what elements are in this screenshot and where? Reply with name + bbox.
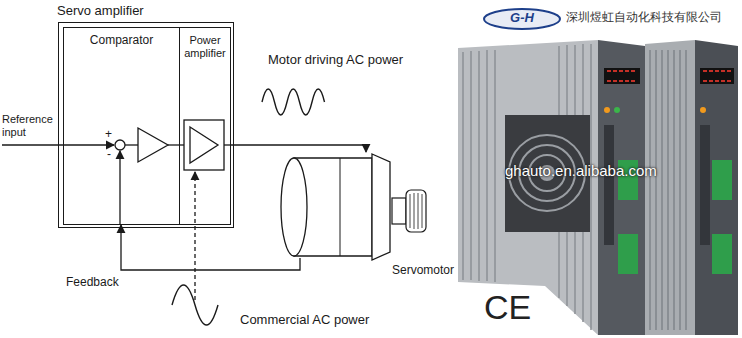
motor-flange — [372, 154, 390, 260]
signal-wire — [125, 144, 138, 145]
motor-outline — [280, 152, 392, 262]
power-amplifier-box: Power amplifier — [179, 27, 231, 225]
shaft-knob — [406, 190, 426, 232]
comparator-box: Comparator — [63, 27, 179, 225]
company-logo: G-H — [484, 11, 560, 26]
summing-junction — [115, 140, 125, 150]
drive-front-panel — [695, 40, 738, 335]
feedback-wire — [119, 151, 120, 224]
supply-label: Commercial AC power — [240, 313, 369, 328]
display-segments — [703, 71, 731, 81]
motor-end-cap — [281, 158, 307, 256]
supply-wire — [194, 172, 195, 300]
power-amplifier-symbol — [190, 127, 218, 163]
signal-connector — [121, 225, 300, 270]
logo-oval — [484, 9, 560, 29]
signal-label: Feedback — [66, 276, 119, 290]
signal-wire — [224, 144, 230, 145]
motor-shaft — [392, 198, 406, 224]
watermark: ghauto.en.alibaba.com — [505, 162, 657, 179]
ce-mark: CE — [484, 288, 531, 327]
servomotor: Servomotor — [280, 152, 392, 262]
polarity-sign: - — [107, 148, 111, 162]
amplifier-housing: ComparatorPower amplifierServo amplifier — [58, 22, 234, 228]
node-label: Servo amplifier — [57, 4, 144, 19]
drive-heatsink — [458, 40, 598, 335]
connector-port — [700, 125, 710, 245]
node-label: Power amplifier — [182, 34, 228, 59]
signal-connector — [231, 145, 366, 152]
connector-port — [604, 125, 614, 245]
led-display — [700, 68, 734, 84]
heatsink-fins — [650, 50, 686, 330]
polarity-sign: + — [105, 128, 112, 142]
drive-front-panel — [598, 40, 645, 335]
signal-label: Motor driving AC power — [268, 53, 403, 68]
terminal-block — [712, 160, 732, 200]
status-led — [614, 107, 620, 113]
terminal-block — [712, 234, 732, 274]
signal-wire — [168, 144, 184, 145]
drive-heatsink — [645, 40, 695, 335]
display-segments — [607, 71, 635, 81]
company-name: 深圳煜虹自动化科技有限公司 — [566, 11, 722, 25]
sine-wave — [262, 89, 325, 115]
node-label: Comparator — [67, 34, 176, 48]
knob-ridges — [410, 193, 422, 229]
power-stage-box — [184, 120, 224, 170]
terminal-block — [618, 234, 638, 274]
status-led — [700, 107, 706, 113]
comparator-amplifier-symbol — [138, 128, 168, 162]
status-led — [604, 107, 610, 113]
motor-seam — [340, 158, 341, 256]
heatsink-fins — [463, 44, 591, 330]
node-label: Servomotor — [392, 264, 454, 278]
input-label: Reference input — [2, 113, 56, 138]
led-display — [604, 68, 640, 84]
